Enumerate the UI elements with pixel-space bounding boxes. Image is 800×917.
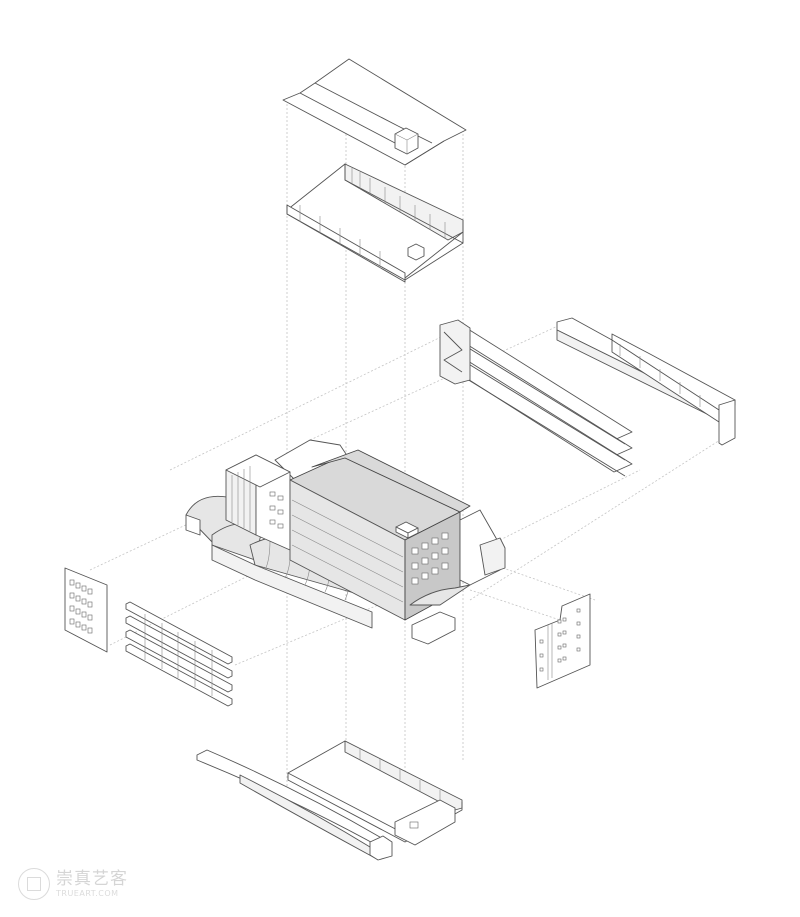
east-facade-panel <box>534 593 591 689</box>
top-floor-enclosure <box>286 163 464 283</box>
curved-plinth <box>196 749 393 861</box>
east-wing-section <box>556 317 736 446</box>
east-panel-windows <box>539 608 581 672</box>
watermark-logo-icon <box>18 868 50 900</box>
main-building <box>185 439 506 645</box>
west-panel-windows <box>69 579 93 634</box>
stair-galleries <box>439 319 633 477</box>
watermark-chinese-text: 崇真艺客 <box>56 868 128 889</box>
main-windows <box>411 532 449 585</box>
west-facade-panel <box>64 567 108 653</box>
watermark: 崇真艺客 TRUEART.COM <box>18 868 128 900</box>
west-gallery-frame <box>125 601 233 707</box>
roof-component <box>282 58 467 166</box>
watermark-english-text: TRUEART.COM <box>56 888 119 898</box>
ground-floor-enclosure <box>287 740 463 846</box>
